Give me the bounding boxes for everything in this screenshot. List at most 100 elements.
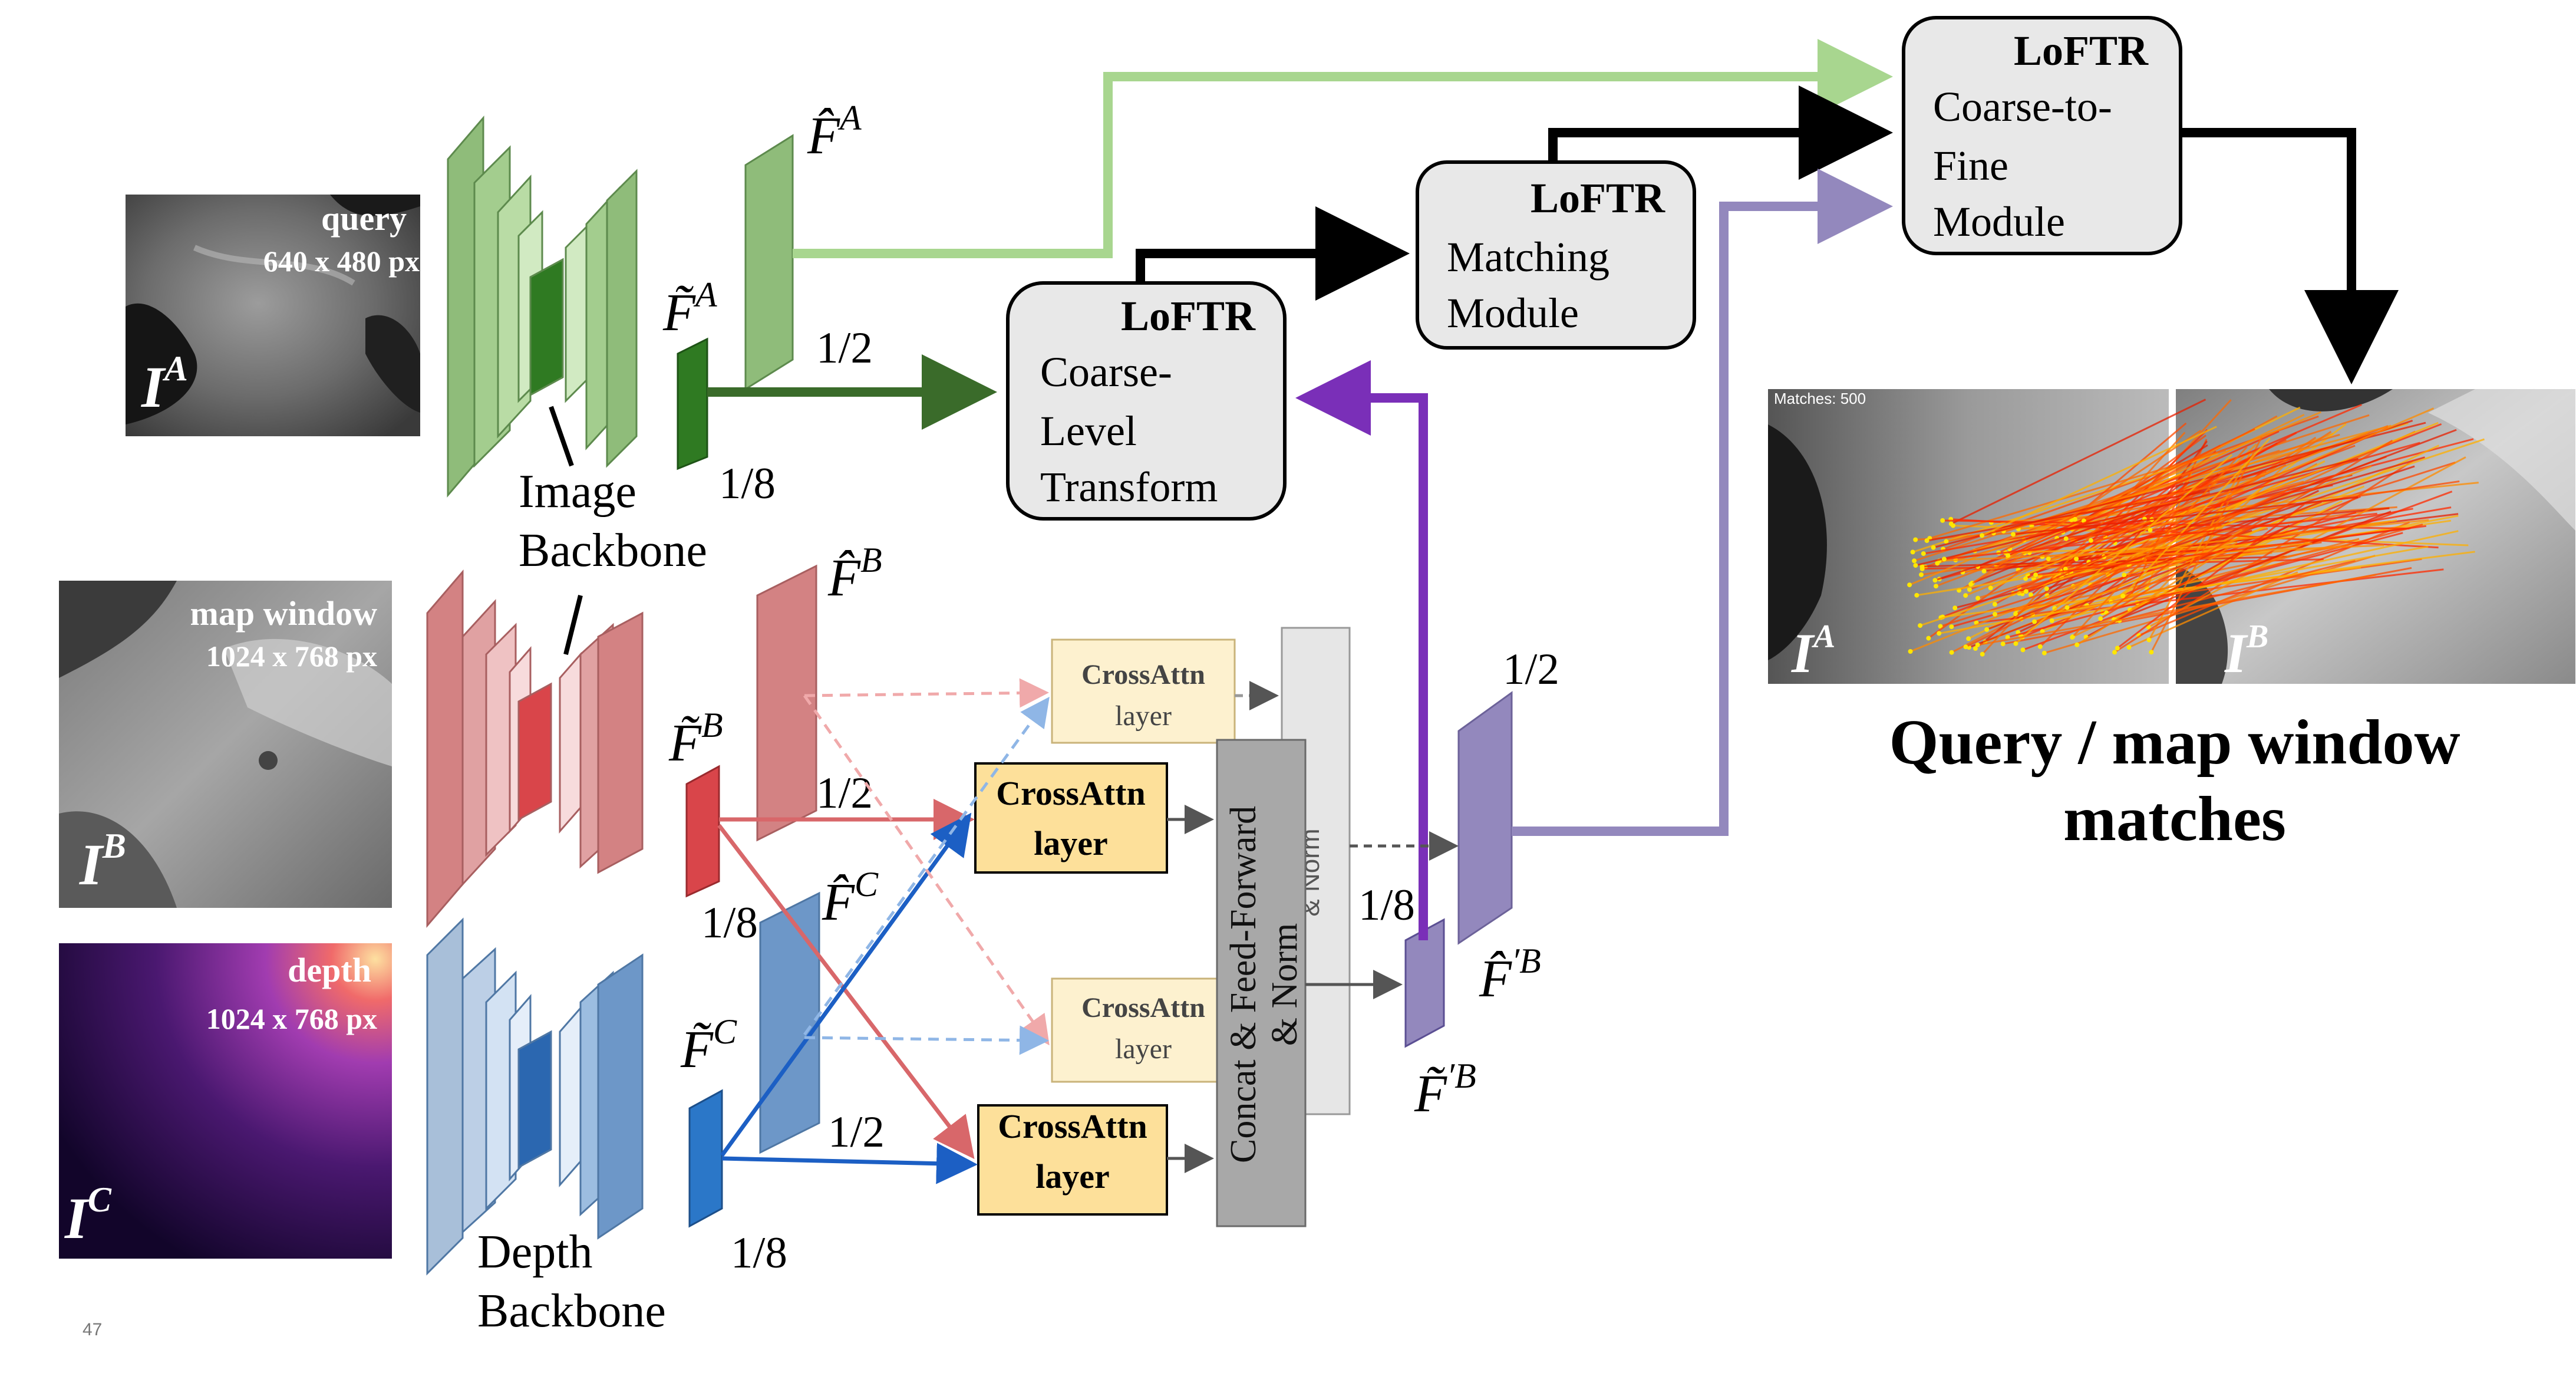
match-keypoint xyxy=(2112,650,2117,655)
match-line xyxy=(2116,511,2392,621)
match-keypoint xyxy=(1913,537,1918,542)
svg-text:LoFTR: LoFTR xyxy=(1531,174,1665,222)
match-keypoint xyxy=(2146,637,2152,643)
match-line xyxy=(2066,422,2439,574)
match-keypoint xyxy=(2005,635,2010,640)
page-number: 47 xyxy=(83,1320,102,1339)
match-keypoint xyxy=(2126,645,2132,650)
match-line xyxy=(2026,427,2389,592)
match-keypoint xyxy=(1941,557,1947,562)
crossattn-layer-1 xyxy=(974,762,1168,874)
match-keypoint xyxy=(2020,647,2026,653)
match-keypoint xyxy=(2024,589,2029,594)
feature-tilde-b-label: F̃B xyxy=(668,706,723,772)
match-keypoint xyxy=(1919,572,1924,577)
image-backbone-pointer xyxy=(549,406,574,467)
map-backbone xyxy=(426,569,644,928)
image-backbone-label-1: Image xyxy=(519,466,636,518)
feature-tilde-prime-b-label: F̃′B xyxy=(1414,1056,1476,1123)
arrow-hat-c-to-crossattn-back-1 xyxy=(803,696,1050,1036)
crossattn-back-2-line2: layer xyxy=(1115,1033,1172,1065)
match-keypoint xyxy=(1908,649,1913,654)
match-keypoint xyxy=(2037,644,2043,649)
match-keypoint xyxy=(2023,576,2029,581)
depth-title: depth xyxy=(288,951,371,989)
feature-tilde-a-scale: 1/8 xyxy=(719,459,776,508)
arrow-tilde-c-to-crossattn-1 xyxy=(720,812,972,1157)
match-keypoint xyxy=(2013,611,2018,617)
query-symbol: IA xyxy=(141,349,188,420)
feature-tilde-prime-b-scale: 1/8 xyxy=(1358,881,1415,930)
match-keypoint xyxy=(2063,536,2069,541)
feature-hat-a-label: F̂A xyxy=(807,98,862,165)
match-line xyxy=(2051,530,2459,622)
matches-count-label: Matches: 500 xyxy=(1774,390,1866,407)
match-keypoint xyxy=(2074,642,2080,647)
match-keypoint xyxy=(2044,586,2049,591)
crossattn-layer-2-line1: CrossAttn xyxy=(998,1107,1147,1145)
match-keypoint xyxy=(1952,605,1958,611)
depth-size: 1024 x 768 px xyxy=(206,1002,377,1035)
map-window-image: map window 1024 x 768 px IB xyxy=(59,581,392,908)
match-keypoint xyxy=(1963,644,1968,650)
match-keypoint xyxy=(1931,545,1936,550)
depth-symbol: IC xyxy=(64,1180,112,1251)
match-keypoint xyxy=(2041,650,2047,656)
svg-text:Coarse-to-: Coarse-to- xyxy=(1933,83,2112,130)
match-line xyxy=(1970,430,2202,585)
loftr-fine-module: LoFTR Coarse-to- Fine Module xyxy=(1902,16,2182,255)
svg-text:LoFTR: LoFTR xyxy=(1121,292,1256,340)
feature-tilde-a xyxy=(677,337,708,470)
feature-hat-prime-b-label: F̂′B xyxy=(1479,941,1541,1008)
crossattn-layer-1-line1: CrossAttn xyxy=(996,774,1146,812)
match-keypoint xyxy=(1993,611,1997,617)
match-line xyxy=(2057,507,2390,539)
match-line xyxy=(2015,454,2233,644)
match-line xyxy=(2007,404,2362,557)
concat-label: Concat & Feed-Forward& Norm xyxy=(1223,806,1305,1163)
match-keypoint xyxy=(2073,516,2077,522)
match-keypoint xyxy=(2033,572,2039,578)
loftr-coarse-module: LoFTR Coarse- Level Transform xyxy=(1006,281,1287,521)
map-symbol: IB xyxy=(79,827,126,897)
feature-hat-b-scale: 1/2 xyxy=(816,769,873,818)
feature-tilde-c xyxy=(688,1089,723,1228)
feature-hat-b xyxy=(756,564,817,842)
match-line xyxy=(1929,449,2226,539)
match-keypoint xyxy=(2088,538,2093,543)
depth-backbone-label-1: Depth xyxy=(477,1226,593,1278)
match-keypoint xyxy=(2149,650,2154,655)
crossattn-back-1-line1: CrossAttn xyxy=(1081,659,1205,690)
match-line xyxy=(2066,537,2241,608)
match-line xyxy=(2076,541,2238,646)
svg-text:LoFTR: LoFTR xyxy=(2014,27,2149,74)
crossattn-layer-1-line2: layer xyxy=(1034,824,1108,862)
crossattn-back-2 xyxy=(1051,977,1236,1083)
match-line xyxy=(1915,457,2359,567)
match-line xyxy=(2035,525,2426,576)
feature-hat-c-scale: 1/2 xyxy=(828,1108,885,1157)
match-keypoint xyxy=(1973,646,1978,651)
match-line xyxy=(1927,490,2210,542)
match-line xyxy=(2090,525,2222,542)
feature-hat-c xyxy=(759,891,820,1154)
match-keypoint xyxy=(2011,532,2016,537)
match-keypoint xyxy=(2032,619,2037,624)
arrow-coarse-to-matching xyxy=(1136,206,1410,301)
match-keypoint xyxy=(1948,521,1954,526)
feature-tilde-c-scale: 1/8 xyxy=(731,1229,787,1277)
match-line xyxy=(1968,536,2255,648)
feature-hat-a xyxy=(744,134,794,391)
match-keypoint xyxy=(1949,624,1954,630)
match-keypoint xyxy=(1912,558,1917,564)
match-keypoint xyxy=(1918,623,1923,628)
match-keypoint xyxy=(1975,595,1981,601)
feature-tilde-b-scale: 1/8 xyxy=(701,898,758,947)
match-keypoint xyxy=(2049,618,2054,623)
match-line xyxy=(1933,422,2426,549)
svg-text:Fine: Fine xyxy=(1933,142,2008,189)
match-line xyxy=(2106,529,2211,614)
match-line xyxy=(2046,465,2415,590)
match-keypoint xyxy=(1967,587,1972,592)
image-backbone-label-2: Backbone xyxy=(519,525,707,577)
